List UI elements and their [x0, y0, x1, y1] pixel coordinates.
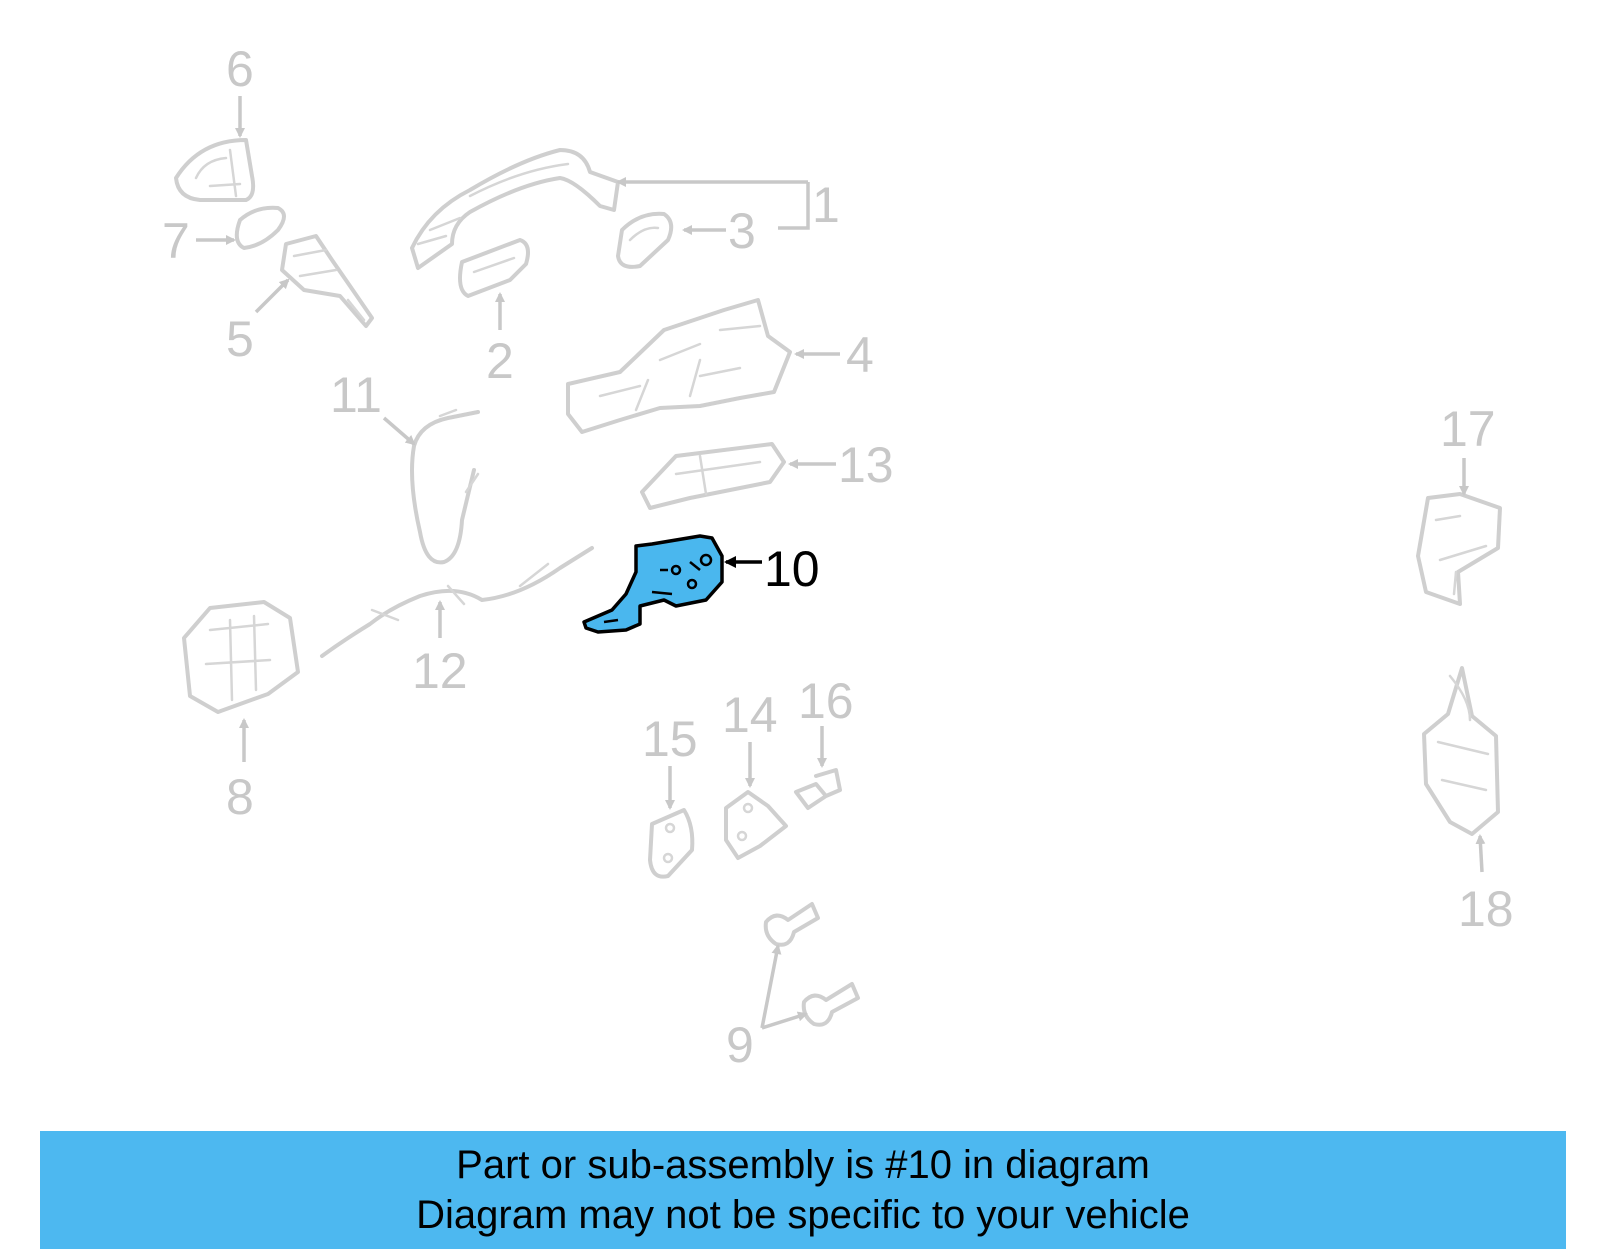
leader-9b [761, 1011, 808, 1030]
part-12-cable [320, 546, 594, 658]
callout-9: 9 [726, 1017, 754, 1073]
part-11-cable [410, 408, 480, 565]
callout-5: 5 [226, 311, 254, 367]
leader-5 [254, 278, 290, 314]
callout-15: 15 [642, 711, 698, 767]
part-3-pad [616, 211, 674, 269]
callout-10: 10 [764, 541, 820, 597]
callout-7: 7 [162, 213, 190, 269]
callout-12: 12 [412, 643, 468, 699]
banner-line-disclaimer: Diagram may not be specific to your vehi… [416, 1193, 1190, 1237]
callout-11: 11 [330, 367, 382, 423]
banner-line-part: Part or sub-assembly is #10 in diagram [456, 1143, 1150, 1187]
callout-8: 8 [226, 769, 254, 825]
part-9-bolts [763, 902, 860, 1027]
part-2-handle-gasket [458, 238, 530, 298]
part-4-handle-bracket [566, 298, 792, 434]
part-7-gasket [234, 205, 286, 250]
callout-4: 4 [846, 327, 874, 383]
callout-17: 17 [1440, 401, 1496, 457]
leader-lines [196, 96, 1486, 1030]
part-13-inner-handle [640, 442, 786, 510]
part-6-handle-cap [174, 138, 256, 202]
part-5-lock-cylinder [280, 234, 374, 328]
part-18-striker [1422, 666, 1500, 836]
leader-1-bracket [778, 182, 810, 230]
callout-16: 16 [798, 673, 854, 729]
part-15-pad [648, 808, 695, 879]
part-16-screw [794, 768, 842, 810]
callout-13: 13 [838, 437, 894, 493]
callout-3: 3 [728, 203, 756, 259]
part-10-bracket [582, 534, 724, 634]
info-banner: Part or sub-assembly is #10 in diagram D… [40, 1131, 1566, 1249]
part-1-outer-handle [410, 148, 620, 270]
callout-2: 2 [486, 333, 514, 389]
leader-11 [382, 416, 416, 446]
part-14-plate [724, 790, 788, 860]
leader-18 [1475, 834, 1486, 873]
part-8-latch [182, 600, 300, 714]
callout-6: 6 [226, 41, 254, 97]
callout-labels: 6 7 5 1 3 2 4 11 13 17 10 12 16 14 15 8 … [162, 41, 1514, 1073]
callout-14: 14 [722, 687, 778, 743]
callout-18: 18 [1458, 881, 1514, 937]
callout-1: 1 [812, 177, 840, 233]
leader-9a [760, 944, 782, 1029]
part-17-striker [1416, 492, 1502, 606]
